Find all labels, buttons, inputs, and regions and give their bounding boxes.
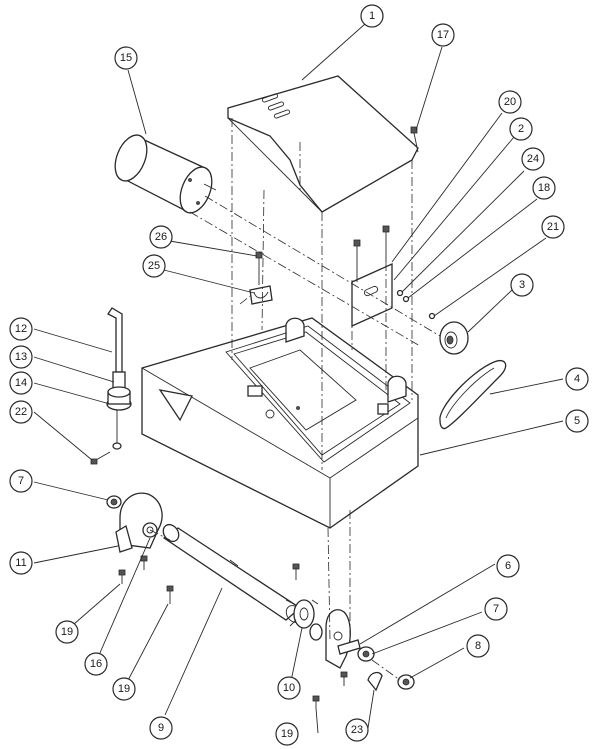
callout-16-label: 16 <box>90 658 102 670</box>
callout-16: 16 <box>84 652 108 676</box>
callout-24-label: 24 <box>527 153 539 165</box>
callout-19-bottom: 19 <box>275 722 299 746</box>
part-motor-pulley <box>439 321 469 355</box>
callout-17: 17 <box>431 23 455 47</box>
callout-14-label: 14 <box>15 377 27 389</box>
part-roller-shaft <box>162 523 303 623</box>
part-handle-assembly <box>90 307 132 465</box>
callout-22-label: 22 <box>15 406 27 418</box>
callout-6-label: 6 <box>505 560 511 572</box>
callout-1-label: 1 <box>369 10 375 22</box>
callout-4: 4 <box>565 367 589 391</box>
callout-7-left-label: 7 <box>18 475 24 487</box>
callout-25-label: 25 <box>148 260 160 272</box>
callout-18-label: 18 <box>538 182 550 194</box>
callout-10: 10 <box>277 676 301 700</box>
callout-13-label: 13 <box>15 351 27 363</box>
callout-21: 21 <box>541 215 565 239</box>
callout-18: 18 <box>532 176 556 200</box>
callout-19-left-label: 19 <box>61 626 73 638</box>
callout-19-mid: 19 <box>112 677 136 701</box>
callout-19-mid-label: 19 <box>118 683 130 695</box>
callout-3: 3 <box>510 273 534 297</box>
callout-13: 13 <box>9 345 33 369</box>
part-cover-screw <box>410 126 419 153</box>
callout-26-label: 26 <box>155 231 167 243</box>
callout-8: 8 <box>466 634 490 658</box>
callout-20: 20 <box>498 90 522 114</box>
part-right-end-plate <box>309 609 415 708</box>
callout-14: 14 <box>9 371 33 395</box>
part-drive-belt <box>439 360 507 430</box>
part-bracket-hardware <box>396 289 436 320</box>
callout-leaders <box>33 23 564 734</box>
callout-23-label: 23 <box>351 724 363 736</box>
callout-7-right-label: 7 <box>493 603 499 615</box>
callout-15-label: 15 <box>120 52 132 64</box>
callout-12-label: 12 <box>15 323 27 335</box>
callout-2: 2 <box>509 117 533 141</box>
part-motor-bracket <box>351 225 393 328</box>
callout-3-label: 3 <box>519 279 525 291</box>
part-left-end-plate <box>106 492 163 584</box>
part-roller-hub <box>285 563 319 629</box>
callout-1: 1 <box>360 4 384 28</box>
callout-19-left: 19 <box>55 620 79 644</box>
callout-10-label: 10 <box>283 682 295 694</box>
part-motor <box>114 134 217 214</box>
assembly-centerlines <box>149 118 441 681</box>
callout-9: 9 <box>149 716 173 740</box>
part-main-housing <box>141 317 419 529</box>
callout-2-label: 2 <box>518 123 524 135</box>
callout-12: 12 <box>9 317 33 341</box>
callout-25: 25 <box>142 254 166 278</box>
part-clamp <box>249 251 273 305</box>
callout-6: 6 <box>496 554 520 578</box>
callout-11-label: 11 <box>15 557 26 569</box>
callout-21-label: 21 <box>547 221 559 233</box>
callout-22: 22 <box>9 400 33 424</box>
callout-11: 11 <box>9 551 33 575</box>
callout-15: 15 <box>114 46 138 70</box>
callout-17-label: 17 <box>437 29 449 41</box>
callout-7-right: 7 <box>484 597 508 621</box>
callout-26: 26 <box>149 225 173 249</box>
callout-4-label: 4 <box>574 373 580 385</box>
callout-24: 24 <box>521 147 545 171</box>
callout-23: 23 <box>345 718 369 742</box>
callout-8-label: 8 <box>475 640 481 652</box>
callout-9-label: 9 <box>158 722 164 734</box>
callout-7-left: 7 <box>9 469 33 493</box>
callout-5-label: 5 <box>574 415 580 427</box>
callout-5: 5 <box>565 409 589 433</box>
callout-19-bottom-label: 19 <box>281 728 293 740</box>
callout-20-label: 20 <box>504 96 516 108</box>
part-cover-plate <box>227 75 419 213</box>
